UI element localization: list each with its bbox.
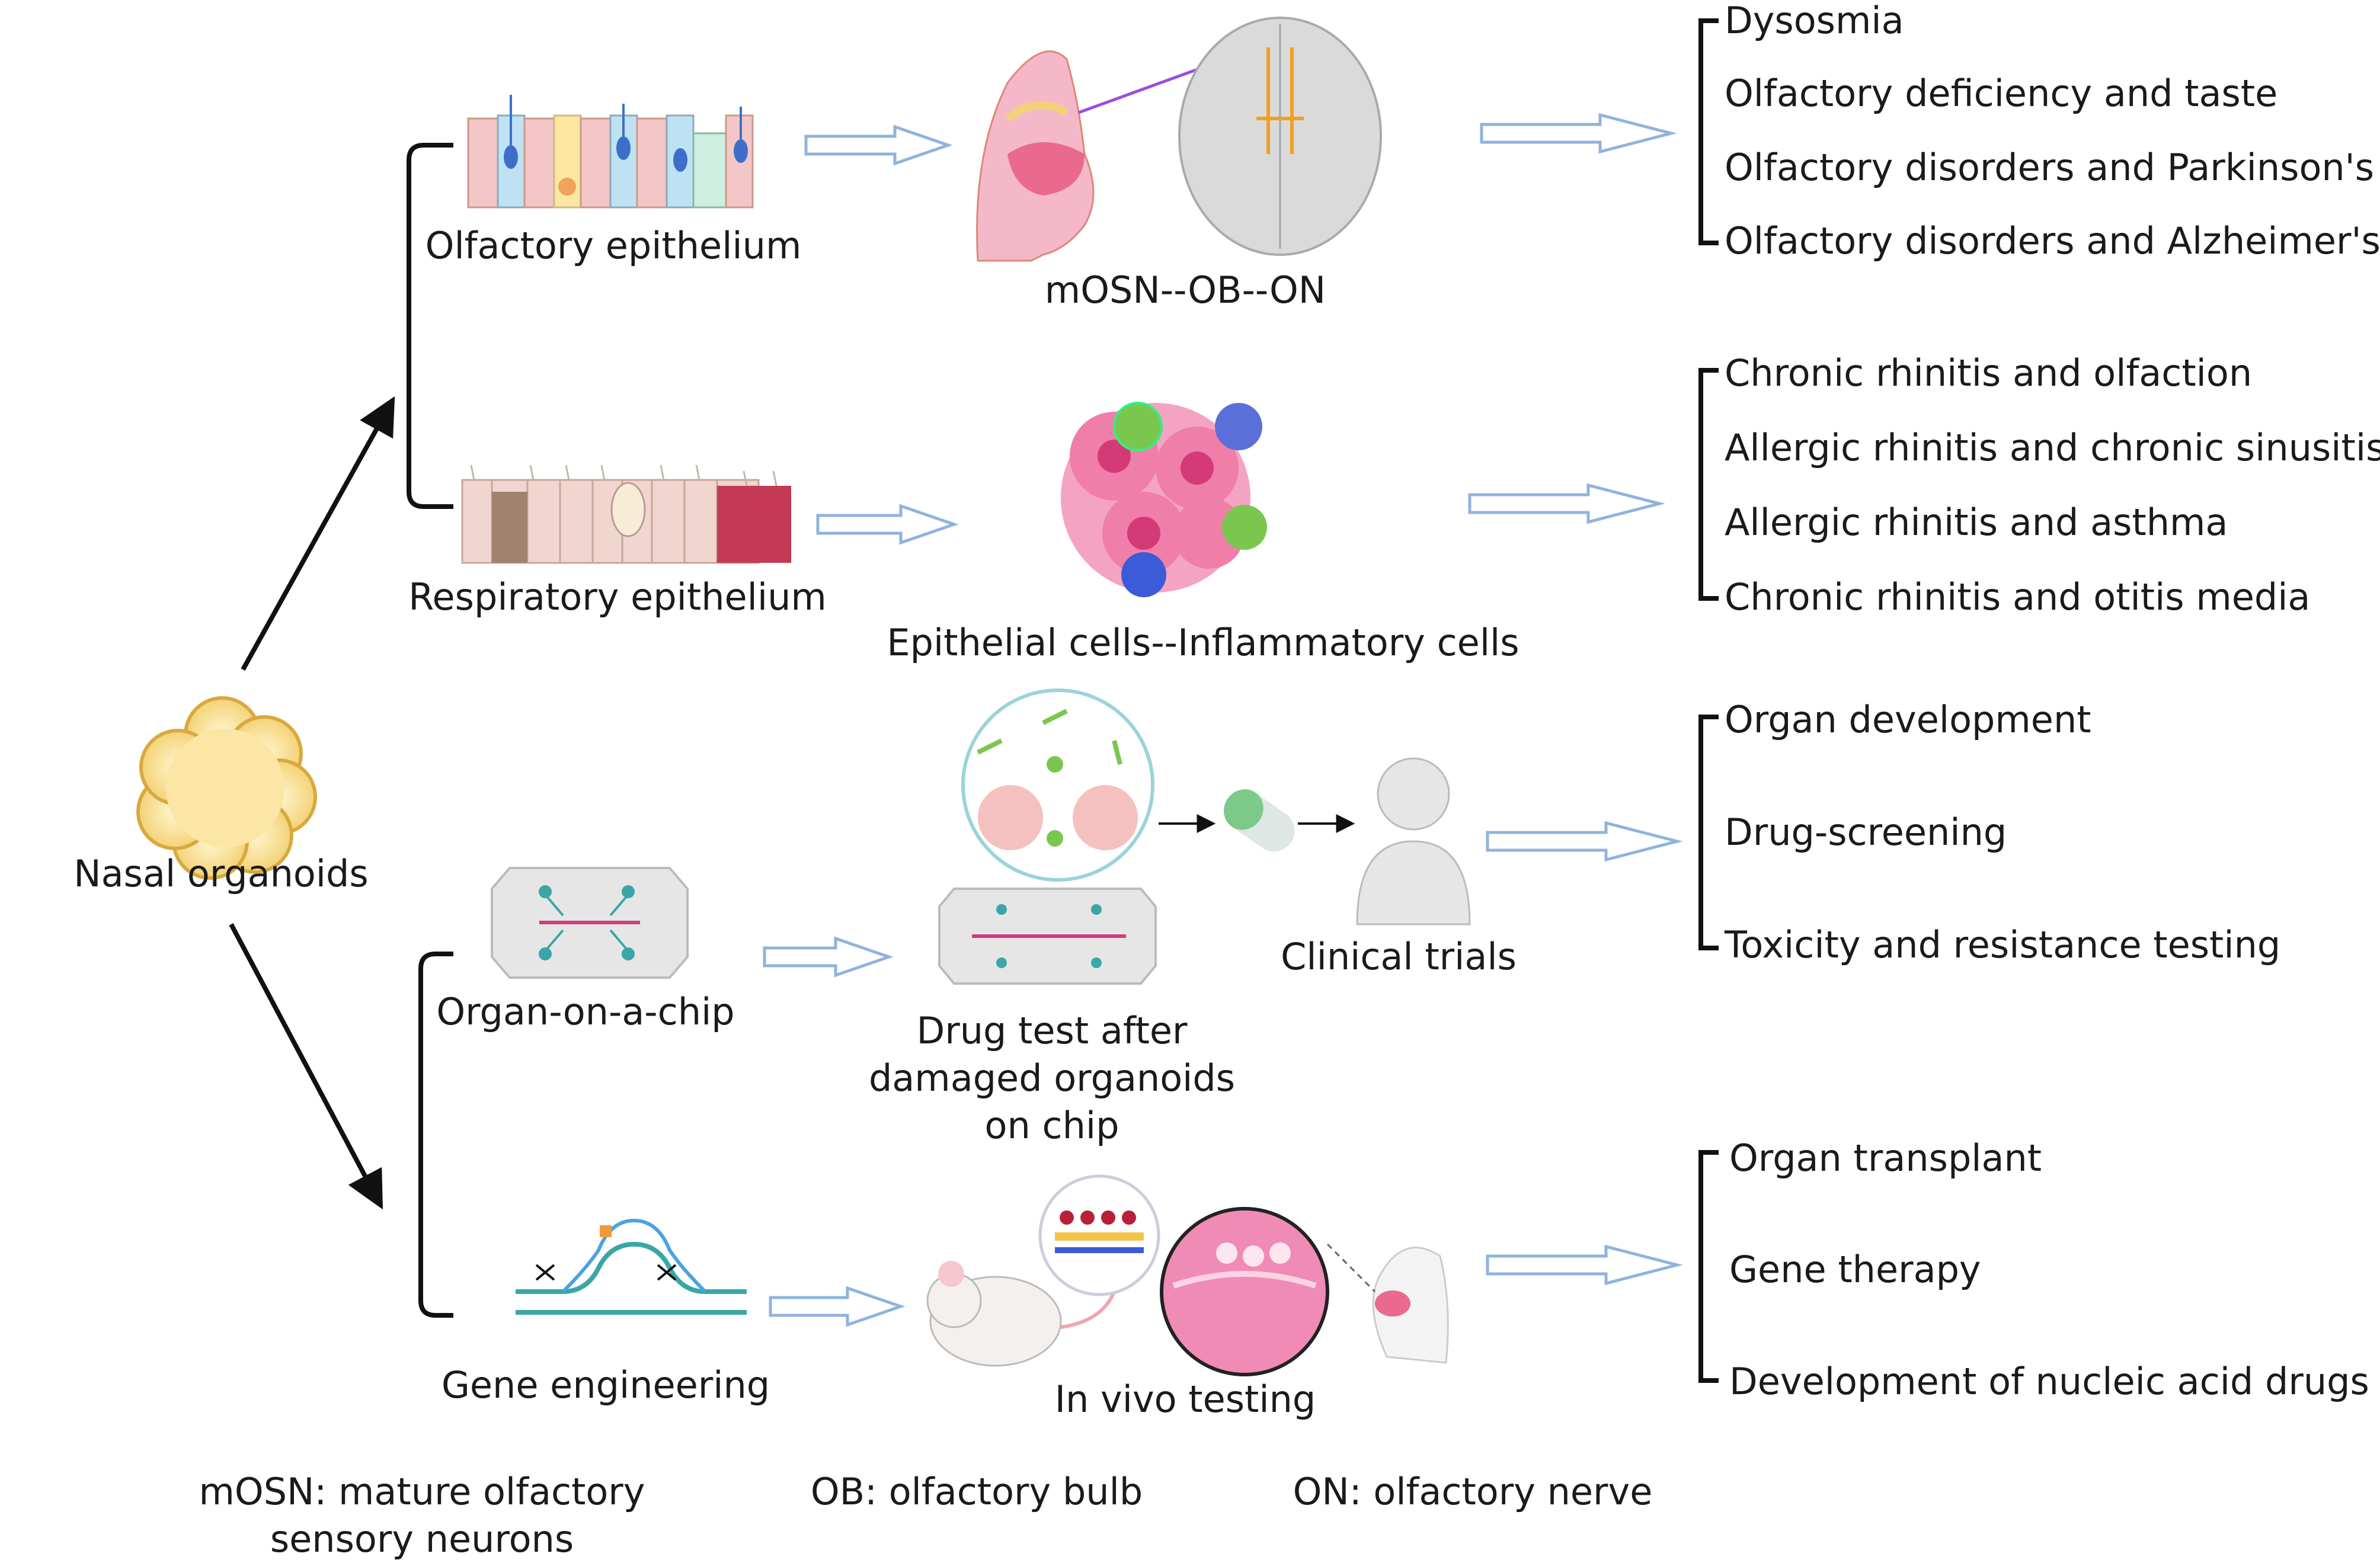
legend-mosn-line-2: sensory neurons — [270, 1517, 574, 1561]
hollow-arrow-5 — [763, 936, 894, 978]
dna-edit-icon — [516, 1218, 747, 1315]
capsule-icon — [1224, 789, 1295, 852]
microchip-icon — [491, 867, 689, 979]
chip-outcome-3: Toxicity and resistance testing — [1725, 923, 2281, 966]
olfactory-outcome-2: Olfactory deficiency and taste — [1725, 72, 2278, 115]
legend-mosn: mOSN: mature olfactory sensory neurons — [199, 1468, 645, 1563]
magnified-cells-icon — [938, 688, 1157, 985]
hollow-arrow-1 — [804, 124, 953, 166]
inflammatory-cells-icon — [1061, 402, 1267, 597]
in-vivo-label: In vivo testing — [1054, 1378, 1316, 1421]
bracket-lower — [418, 952, 453, 1318]
drug-test-line-3: on chip — [984, 1104, 1119, 1147]
hollow-arrow-8 — [1486, 1244, 1683, 1286]
olfactory-epithelium-label: Olfactory epithelium — [425, 224, 802, 267]
respiratory-pathway-label: Epithelial cells--Inflammatory cells — [887, 621, 1520, 664]
drug-test-line-2: damaged organoids — [868, 1056, 1236, 1100]
chip-outcome-2: Drug-screening — [1725, 811, 2007, 854]
legend-on: ON: olfactory nerve — [1293, 1470, 1653, 1513]
bracket-right-4 — [1698, 1150, 1719, 1383]
arrow-to-lower — [229, 923, 383, 1210]
bracket-right-1 — [1698, 18, 1719, 245]
hollow-arrow-6 — [1486, 821, 1683, 862]
organoid-icon — [136, 696, 317, 880]
nasal-brain-icon — [976, 17, 1382, 262]
clinical-trials-label: Clinical trials — [1281, 935, 1517, 978]
drug-test-line-1: Drug test after — [916, 1009, 1188, 1052]
hollow-arrow-4 — [1468, 483, 1665, 524]
olfactory-epithelium-icon — [467, 95, 754, 209]
olfactory-outcome-1: Dysosmia — [1725, 0, 1904, 42]
gene-outcome-1: Organ transplant — [1729, 1136, 2042, 1180]
gene-outcome-3: Development of nucleic acid drugs — [1729, 1360, 2369, 1403]
arrow-to-upper — [241, 396, 395, 671]
gene-outcome-2: Gene therapy — [1729, 1248, 1981, 1291]
respiratory-epithelium-label: Respiratory epithelium — [408, 575, 827, 619]
respiratory-outcome-4: Chronic rhinitis and otitis media — [1725, 575, 2311, 619]
olfactory-outcome-3: Olfactory disorders and Parkinson's — [1725, 146, 2375, 189]
olfactory-pathway-label: mOSN--OB--ON — [1044, 268, 1326, 312]
chip-outcome-1: Organ development — [1725, 698, 2091, 741]
legend-mosn-line-1: mOSN: mature olfactory — [199, 1470, 645, 1513]
mouse-icon — [926, 1261, 1116, 1367]
bracket-upper — [407, 143, 453, 509]
hollow-arrow-3 — [816, 504, 959, 545]
bracket-right-3 — [1698, 715, 1719, 950]
legend-ob: OB: olfactory bulb — [810, 1470, 1143, 1513]
patient-icon — [1356, 757, 1471, 925]
gene-engineering-label: Gene engineering — [441, 1363, 770, 1407]
respiratory-outcome-1: Chronic rhinitis and olfaction — [1725, 351, 2253, 395]
respiratory-epithelium-icon — [461, 465, 791, 564]
respiratory-outcome-3: Allergic rhinitis and asthma — [1725, 501, 2228, 544]
respiratory-outcome-2: Allergic rhinitis and chronic sinusitis — [1725, 426, 2380, 469]
olfactory-outcome-4: Olfactory disorders and Alzheimer's — [1725, 219, 2380, 262]
root-label: Nasal organoids — [73, 852, 369, 895]
organ-on-chip-label: Organ-on-a-chip — [436, 990, 735, 1033]
hollow-arrow-2 — [1480, 113, 1677, 154]
drug-test-label: Drug test after damaged organoids on chi… — [869, 1007, 1235, 1149]
head-profile-icon — [1326, 1243, 1449, 1364]
bracket-right-2 — [1698, 368, 1719, 601]
zoom-tissue-icon — [1038, 1174, 1329, 1376]
hollow-arrow-7 — [769, 1286, 906, 1327]
